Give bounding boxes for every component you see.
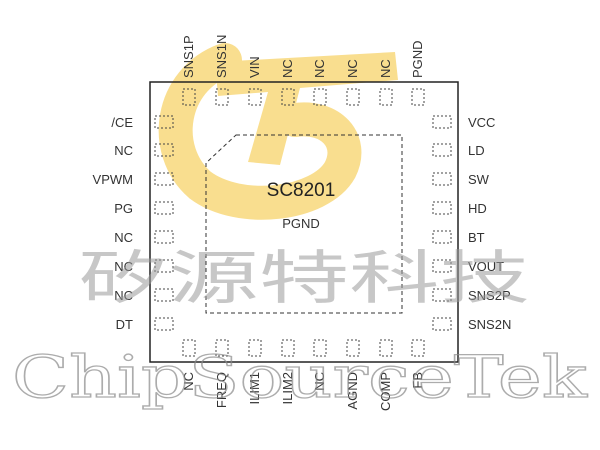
pin-pad-bottom [346, 339, 360, 357]
pin-pad-bottom [379, 339, 393, 357]
pin-label-left: /CE [111, 115, 133, 130]
brand-logo-watermark [158, 43, 398, 220]
pin-label-left: NC [114, 259, 133, 274]
pin-pad-bottom [313, 339, 327, 357]
part-number: SC8201 [267, 180, 336, 201]
pin-pad-right [432, 143, 452, 157]
pin-pad-left [154, 317, 174, 331]
watermark-english: ChipSourceTek [12, 343, 588, 411]
pin-pad-top [379, 88, 393, 106]
pin-pad-bottom [182, 339, 196, 357]
pin-label-left: VPWM [93, 172, 133, 187]
pin-label-top: NC [345, 59, 360, 78]
pin-pad-left [154, 143, 174, 157]
pin-label-bottom: ILIM1 [247, 372, 262, 405]
pin-label-left: NC [114, 143, 133, 158]
center-pad-label: PGND [282, 216, 320, 231]
pin-label-left: NC [114, 230, 133, 245]
pin-pad-top [281, 88, 295, 106]
pin-pad-top [346, 88, 360, 106]
pin-label-top: NC [280, 59, 295, 78]
pin-pad-left [154, 115, 174, 129]
logo-bar [215, 52, 398, 165]
pin-pad-left [154, 201, 174, 215]
pin-label-right: SNS2N [468, 317, 511, 332]
pin-pad-top [248, 88, 262, 106]
package-body [149, 81, 459, 363]
pin-pad-left [154, 259, 174, 273]
pin-pad-bottom [411, 339, 425, 357]
pin-label-bottom: NC [181, 372, 196, 391]
pin-pad-right [432, 230, 452, 244]
pin-pad-left [154, 172, 174, 186]
pin-label-top: VIN [247, 56, 262, 78]
pin-pad-top [182, 88, 196, 106]
pin-label-top: PGND [410, 40, 425, 78]
pin-label-bottom: NC [312, 372, 327, 391]
pin-pad-top [215, 88, 229, 106]
logo-swoosh [158, 43, 362, 220]
pin-label-bottom: ILIM2 [280, 372, 295, 405]
pin-label-right: LD [468, 143, 485, 158]
pin-pad-bottom [248, 339, 262, 357]
pin-label-right: VOUT [468, 259, 504, 274]
pin-pad-left [154, 288, 174, 302]
pin-pad-top [411, 88, 425, 106]
pin-pad-right [432, 288, 452, 302]
exposed-pad [205, 134, 403, 314]
pin-label-right: VCC [468, 115, 495, 130]
pin-label-bottom: FREQ [214, 372, 229, 408]
pin-label-top: NC [312, 59, 327, 78]
pin-pads [154, 88, 452, 357]
pin-label-top: SNS1N [214, 35, 229, 78]
pin-pad-bottom [215, 339, 229, 357]
pin-pad-bottom [281, 339, 295, 357]
pin-label-right: BT [468, 230, 485, 245]
pin-label-right: SNS2P [468, 288, 511, 303]
pin-label-bottom: COMP [378, 372, 393, 411]
pin-pad-right [432, 172, 452, 186]
pin-label-left: PG [114, 201, 133, 216]
pin-label-right: HD [468, 201, 487, 216]
pin-label-bottom: AGND [345, 372, 360, 410]
pin-label-top: NC [378, 59, 393, 78]
pin-labels: SNS1P SNS1N VIN NC NC NC NC PGND NC FREQ ILIM1 ILIM… [93, 35, 512, 411]
pin-label-top: SNS1P [181, 35, 196, 78]
pin-pad-right [432, 259, 452, 273]
pin-pad-right [432, 115, 452, 129]
pin-label-right: SW [468, 172, 490, 187]
pin-label-bottom: FB [410, 372, 425, 389]
pin-pad-left [154, 230, 174, 244]
pin-pad-right [432, 201, 452, 215]
pin-pad-top [313, 88, 327, 106]
pin-pad-right [432, 317, 452, 331]
pin-label-left: DT [116, 317, 133, 332]
pin-label-left: NC [114, 288, 133, 303]
watermark-chinese: 矽源特科技 [78, 244, 530, 312]
